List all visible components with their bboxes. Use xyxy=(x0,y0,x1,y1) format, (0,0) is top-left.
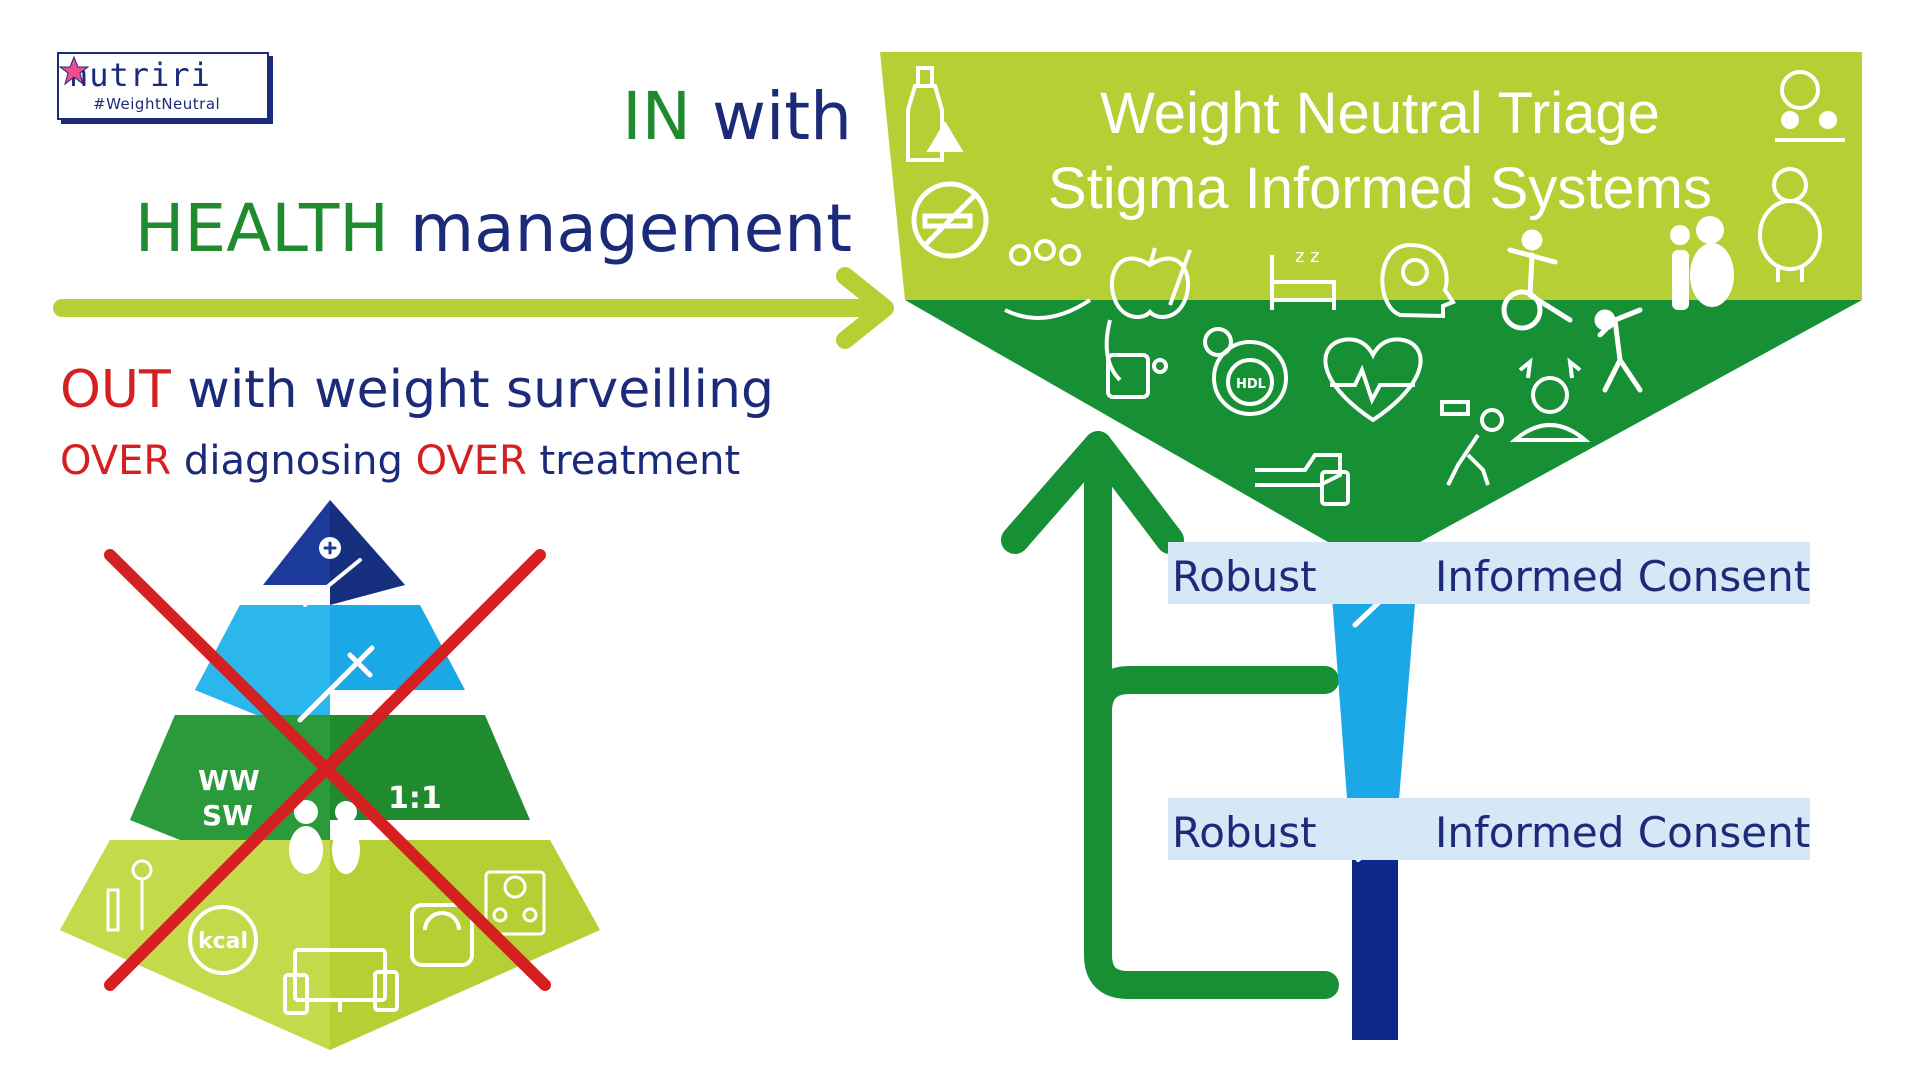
logo-brand-text: nutriri xyxy=(69,56,211,94)
svg-text:z z: z z xyxy=(1295,246,1320,267)
pyramid-measure-icon xyxy=(106,859,153,932)
hdl-cholesterol-icon: HDL xyxy=(1203,327,1288,416)
syringe-tube xyxy=(1328,542,1420,812)
consent-band-syringe xyxy=(1168,542,1810,604)
over-mid: diagnosing xyxy=(171,438,416,484)
funnel-title-line-1: Weight Neutral Triage xyxy=(1100,81,1660,146)
headline-in-with: IN with xyxy=(622,78,852,155)
pyramid-sw-label: SW xyxy=(202,799,253,832)
pyramid-scalpel-icon xyxy=(303,537,362,607)
carer-group-icon xyxy=(1775,70,1845,142)
logo-star-icon xyxy=(59,56,89,86)
pyramid-kcal-icon: kcal xyxy=(188,905,258,975)
pyramid-devices-icon xyxy=(283,948,399,1015)
pyramid-people-icon xyxy=(289,800,360,874)
low-battery-fatigue-icon xyxy=(1440,400,1504,486)
community-care-icon xyxy=(1004,239,1092,320)
pyramid-one-to-one-label: 1:1 xyxy=(388,781,442,816)
pyramid-syringe-icon xyxy=(297,645,375,723)
health-word: HEALTH xyxy=(134,190,389,267)
headline-out-with-weight: OUT with weight surveilling xyxy=(60,360,774,420)
headline-over-diagnosing: OVER diagnosing OVER treatment xyxy=(60,438,740,484)
elderly-couple-icon xyxy=(1670,216,1734,310)
nutriri-logo: nutriri #WeightNeutral xyxy=(57,52,269,120)
blood-pressure-icon xyxy=(1104,319,1168,399)
feedback-arrow xyxy=(1001,431,1339,999)
with-word: with xyxy=(690,78,852,155)
consent-band-scalpel xyxy=(1168,798,1810,860)
funnel-top xyxy=(880,52,1862,300)
larger-body-icon xyxy=(1758,167,1822,282)
out-word: OUT xyxy=(60,360,171,420)
band-1-robust-label: Robust xyxy=(1172,552,1317,601)
sleep-bed-icon: z z xyxy=(1270,246,1336,310)
out-rest: with weight surveilling xyxy=(170,360,774,420)
heart-rate-icon xyxy=(1323,337,1423,423)
pyramid-percent-icon xyxy=(484,870,546,936)
in-arrow xyxy=(53,267,894,349)
management-word: management xyxy=(388,190,852,267)
disability-icon xyxy=(1501,229,1573,331)
band-2-robust-label: Robust xyxy=(1172,808,1317,857)
red-cross xyxy=(104,549,551,991)
bottle-warning-icon xyxy=(906,66,964,162)
over-word-2: OVER xyxy=(415,438,527,484)
headline-health-management: HEALTH management xyxy=(135,190,852,267)
no-smoking-icon xyxy=(911,181,989,259)
brain-head-icon xyxy=(1380,242,1457,319)
logo-hashtag: #WeightNeutral xyxy=(93,95,221,113)
apple-carrot-icon xyxy=(1109,247,1192,319)
band-2-consent-label: Informed Consent xyxy=(1435,808,1811,857)
headache-icon xyxy=(1509,357,1591,442)
in-word: IN xyxy=(622,78,691,155)
pyramid-ww-label: WW xyxy=(198,764,260,797)
funnel-title-line-2: Stigma Informed Systems xyxy=(1048,156,1712,221)
hand-sanitiser-icon xyxy=(1255,453,1350,506)
pyramid-scale-icon xyxy=(410,903,474,967)
stretch-exercise-icon xyxy=(1594,307,1643,393)
svg-text:kcal: kcal xyxy=(198,929,248,954)
svg-text:HDL: HDL xyxy=(1236,377,1266,392)
over-word-1: OVER xyxy=(60,438,172,484)
over-rest: treatment xyxy=(526,438,741,484)
band-1-consent-label: Informed Consent xyxy=(1435,552,1811,601)
